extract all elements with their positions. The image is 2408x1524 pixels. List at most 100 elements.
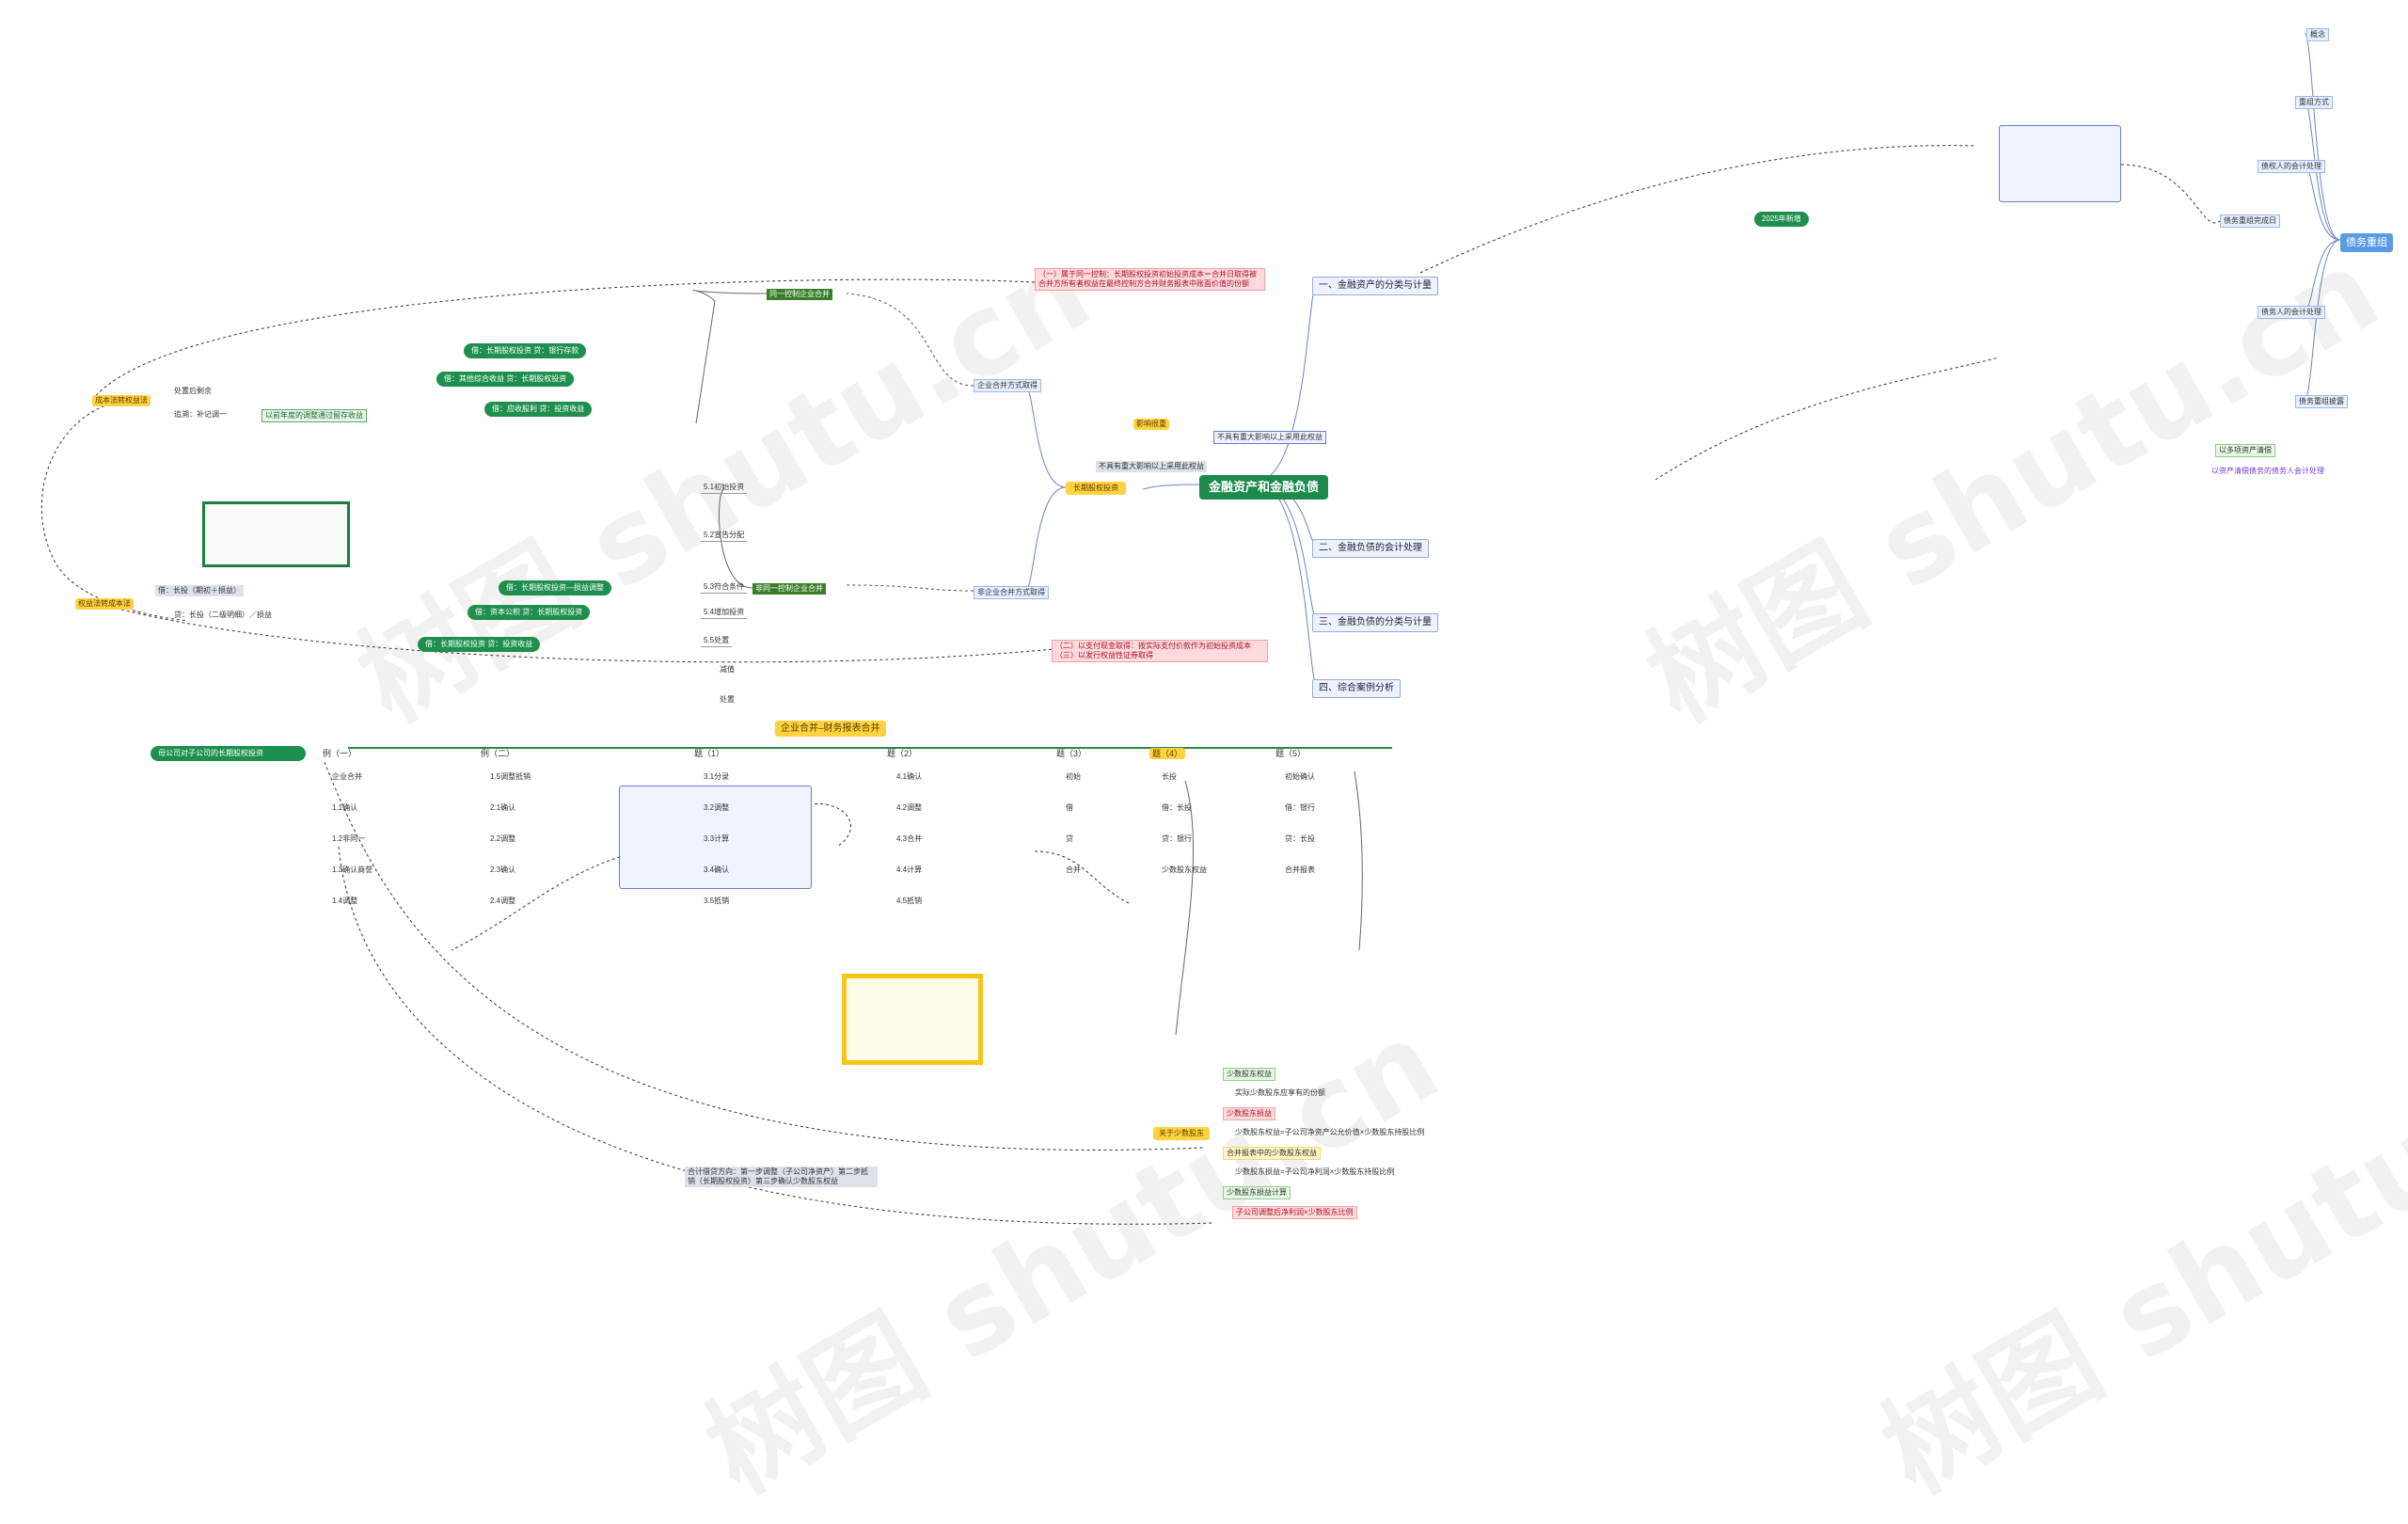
bottom-col-item[interactable]: 2.2调整 [490, 834, 516, 843]
bottom-col-item[interactable]: 1.4调整 [332, 897, 358, 905]
minority-item[interactable]: 少数股东损益计算 [1223, 1186, 1291, 1199]
diff-control-node[interactable]: 非同一控制企业合并 [752, 583, 826, 595]
entry-g1: 借：长期股权投资 贷：银行存款 [464, 343, 587, 358]
debt-restructure-header[interactable]: 债务重组 [2340, 233, 2393, 252]
bottom-col-item[interactable]: 3.4确认 [704, 865, 730, 874]
connector-line [1175, 780, 1195, 1036]
credit-entry: 贷：长投（二级明细）／损益 [174, 611, 272, 619]
multi-asset-note[interactable]: 以多项资产清偿 [2215, 444, 2275, 457]
minority-item[interactable]: 子公司调整后净利润×少数股东比例 [1232, 1206, 1357, 1219]
bottom-col-item[interactable]: 1.1确认 [332, 803, 358, 812]
bottom-col-header[interactable]: 例（一） [323, 749, 357, 758]
connector-line [1419, 145, 1976, 274]
minority-item[interactable]: 少数股东权益 [1223, 1068, 1275, 1081]
same-control-node[interactable]: 同一控制企业合并 [767, 289, 832, 300]
branch-5-4[interactable]: 5.4增加投资 [701, 607, 748, 619]
bottom-col-item[interactable]: 贷：长投 [1285, 834, 1315, 843]
pink-note-1: （一）属于同一控制：长期股权投资初始投资成本＝合并日取得被合并方所有者权益在最终… [1035, 268, 1265, 291]
debtor-note: 以资产清偿债务的债务人会计处理 [2211, 467, 2324, 475]
cost-to-equity[interactable]: 成本法转权益法 [92, 395, 150, 406]
bottom-col-item[interactable]: 3.3计算 [704, 834, 730, 843]
no-influence-label: 不具有重大影响以上采用此权益 [1213, 431, 1326, 444]
connector-line [2304, 239, 2341, 401]
equity-to-cost[interactable]: 权益法转成本法 [75, 598, 134, 610]
disclosure-node[interactable]: 债务重组披露 [2295, 395, 2348, 408]
bottom-col-item[interactable]: 贷 [1066, 834, 1073, 843]
bottom-col-item[interactable]: 贷：银行 [1162, 834, 1192, 843]
connector-line [1024, 385, 1067, 488]
remaining-node: 处置后剩余 [174, 387, 212, 395]
branch-5-2[interactable]: 5.2宣告分配 [701, 530, 748, 542]
connector-line [1255, 481, 1318, 620]
bottom-side-note: 母公司对子公司的长期股权投资 [150, 746, 306, 761]
bottom-col-item[interactable]: 初始确认 [1285, 772, 1315, 781]
bottom-col-item[interactable]: 3.1分录 [704, 772, 730, 781]
bottom-col-header[interactable]: 例（二） [481, 749, 515, 758]
bottom-col-item[interactable]: 4.4计算 [896, 865, 923, 874]
bottom-col-item[interactable]: 合并报表 [1285, 865, 1315, 874]
entry-g4: 借：长期股权投资—损益调整 [499, 580, 611, 595]
bottom-col-item[interactable]: 2.1确认 [490, 803, 516, 812]
bottom-col-header[interactable]: 题（2） [887, 749, 918, 758]
method-node[interactable]: 重组方式 [2295, 96, 2333, 109]
bottom-col-item[interactable]: 1.2非同一 [332, 834, 366, 843]
long-term-equity[interactable]: 长期股权投资 [1066, 482, 1126, 495]
minority-item[interactable]: 少数股东损益=子公司净利润×少数股东持股比例 [1235, 1167, 1395, 1176]
bottom-col-item[interactable]: 3.5抵销 [704, 897, 730, 905]
minority-item[interactable]: 少数股东权益=子公司净资产公允价值×少数股东持股比例 [1235, 1128, 1425, 1136]
year-badge: 2025年新增 [1754, 212, 1809, 227]
section-2[interactable]: 二、金融负债的会计处理 [1312, 539, 1429, 558]
creditor-node[interactable]: 债权人的会计处理 [2258, 160, 2325, 173]
section-3[interactable]: 三、金融负债的分类与计量 [1312, 613, 1438, 632]
bottom-col-item[interactable]: 4.2调整 [896, 803, 923, 812]
minority-item[interactable]: 少数股东损益 [1223, 1107, 1275, 1120]
connector-line [1255, 281, 1318, 483]
bottom-col-item[interactable]: 4.1确认 [896, 772, 923, 781]
dispose-node: 处置 [720, 695, 735, 704]
bottom-col-item[interactable]: 初始 [1066, 772, 1081, 781]
bottom-col-item[interactable]: 3.2调整 [704, 803, 730, 812]
root-topic[interactable]: 金融资产和金融负债 [1199, 475, 1329, 500]
bottom-col-item[interactable]: 借：长投 [1162, 803, 1192, 812]
bottom-col-item[interactable]: 1.3确认商誉 [332, 865, 373, 874]
connector-line [1024, 486, 1067, 592]
bottom-col-item[interactable]: 4.3合并 [896, 834, 923, 843]
minority-title[interactable]: 关于少数股东 [1153, 1127, 1210, 1140]
bottom-col-item[interactable]: 借 [1066, 803, 1073, 812]
connector-line [324, 761, 1205, 1151]
bottom-col-item[interactable]: 合并 [1066, 865, 1081, 874]
merge-acquire[interactable]: 企业合并方式取得 [974, 379, 1041, 392]
section-1[interactable]: 一、金融资产的分类与计量 [1312, 277, 1438, 295]
branch-5-1[interactable]: 5.1初始投资 [701, 482, 748, 494]
bottom-col-header[interactable]: 题（3） [1056, 749, 1087, 758]
branch-5-5[interactable]: 5.5处置 [701, 635, 733, 647]
bottom-col-item[interactable]: 少数股东权益 [1162, 865, 1207, 874]
section-4[interactable]: 四、综合案例分析 [1312, 679, 1401, 698]
bottom-col-item[interactable]: 1.5调整抵销 [490, 772, 531, 781]
bottom-header[interactable]: 企业合并–财务报表合并 [775, 721, 886, 737]
connector-line [1142, 484, 1200, 490]
debtor-node[interactable]: 债务人的会计处理 [2258, 306, 2325, 319]
bottom-col-header[interactable]: 题（1） [694, 749, 725, 758]
reduce-node: 减值 [720, 665, 735, 674]
restructure-date[interactable]: 债务重组完成日 [2220, 214, 2280, 228]
connector-line [1655, 357, 2000, 481]
bottom-col-item[interactable]: 借：银行 [1285, 803, 1315, 812]
bottom-col-item[interactable]: 4.5抵销 [896, 897, 923, 905]
branch-5-3[interactable]: 5.3符合条件 [701, 581, 748, 594]
bottom-col-item[interactable]: 2.3确认 [490, 865, 516, 874]
influence-node[interactable]: 影响很重 [1133, 419, 1169, 430]
bottom-col-item[interactable]: 企业合并 [332, 772, 362, 781]
bottom-col-item[interactable]: 2.4调整 [490, 897, 516, 905]
minority-item[interactable]: 合并报表中的少数股东权益 [1223, 1147, 1321, 1160]
connector-line [846, 293, 974, 387]
bottom-col-header[interactable]: 题（4） [1149, 748, 1186, 759]
minority-item[interactable]: 实际少数股东应享有的份额 [1235, 1088, 1325, 1097]
non-merge-acquire[interactable]: 非企业合并方式取得 [974, 586, 1049, 599]
concept-node[interactable]: 概念 [2306, 28, 2329, 41]
bottom-col-item[interactable]: 长投 [1162, 772, 1177, 781]
connector-line [40, 399, 189, 622]
entry-g2: 借：其他综合收益 贷：长期股权投资 [436, 372, 575, 387]
connector-line [338, 846, 1214, 1225]
bottom-col-header[interactable]: 题（5） [1275, 749, 1307, 758]
